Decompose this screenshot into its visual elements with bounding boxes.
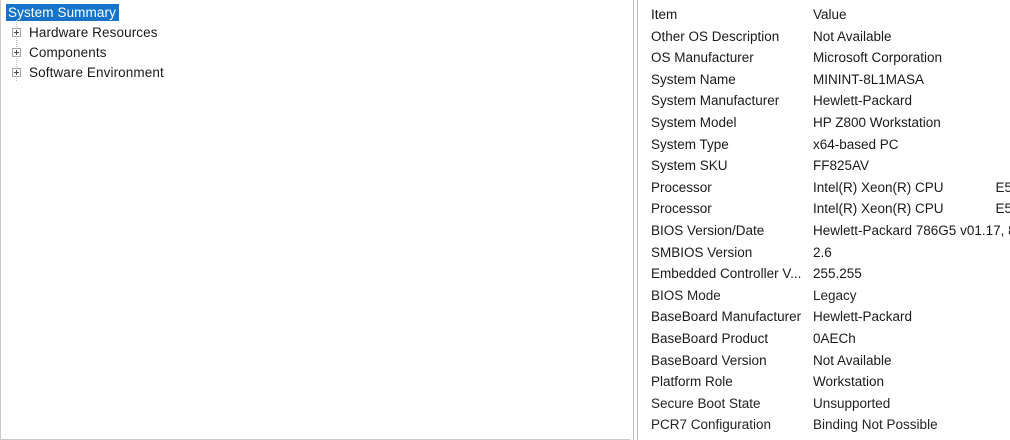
row-item-label: System Manufacturer	[651, 93, 780, 109]
row-item-label: BaseBoard Manufacturer	[651, 309, 802, 325]
row-value: Hewlett-Packard 786G5 v01.17, 8/	[813, 222, 1010, 238]
details-header-row[interactable]: Item Value	[641, 4, 1010, 26]
tree-item-label: Components	[29, 44, 107, 60]
column-header-item: Item	[651, 7, 678, 22]
tree-item-hardware-resources[interactable]: Hardware Resources	[1, 20, 630, 42]
expand-plus-icon[interactable]	[12, 67, 21, 77]
details-row[interactable]: Other OS Description Not Available	[641, 26, 1010, 48]
tree-item-system-summary[interactable]: System Summary	[1, 2, 630, 22]
details-row[interactable]: SMBIOS Version 2.6	[641, 242, 1010, 264]
row-value: Not Available	[813, 28, 892, 44]
row-item-label: Secure Boot State	[651, 395, 761, 411]
navigation-tree-pane[interactable]: System Summary Hardware Resources Compon…	[0, 0, 630, 440]
row-item-label: System Model	[651, 114, 737, 130]
pane-splitter[interactable]	[630, 0, 641, 440]
details-row[interactable]: OS Manufacturer Microsoft Corporation	[641, 47, 1010, 69]
row-value: Hewlett-Packard	[813, 309, 913, 325]
row-value: MININT-8L1MASA	[813, 71, 925, 87]
expand-plus-icon[interactable]	[12, 27, 21, 37]
row-value: Intel(R) Xeon(R) CPUE5506	[813, 177, 1010, 199]
row-value-extra: E5506	[995, 179, 1010, 195]
row-value: 0AECh	[813, 330, 856, 346]
details-row[interactable]: PCR7 Configuration Binding Not Possible	[641, 414, 1010, 436]
expand-plus-icon[interactable]	[12, 47, 21, 57]
row-item-label: BaseBoard Product	[651, 330, 769, 346]
details-row[interactable]: Platform Role Workstation	[641, 371, 1010, 393]
row-item-label: Other OS Description	[651, 28, 780, 44]
row-value: Hewlett-Packard	[813, 93, 913, 109]
row-item-label: System Type	[651, 136, 729, 152]
tree-item-label: Hardware Resources	[29, 24, 158, 40]
details-row[interactable]: BaseBoard Version Not Available	[641, 350, 1010, 372]
row-value: Microsoft Corporation	[813, 50, 943, 66]
row-item-label: BIOS Version/Date	[651, 222, 765, 238]
row-value: Workstation	[813, 374, 885, 390]
row-item-label: SMBIOS Version	[651, 244, 753, 260]
row-item-label: Processor	[651, 179, 712, 195]
row-value: Not Available	[813, 352, 892, 368]
row-item-label: BIOS Mode	[651, 287, 721, 303]
row-value: FF825AV	[813, 158, 870, 174]
row-value: Intel(R) Xeon(R) CPUE5506	[813, 198, 1010, 220]
row-item-label: Embedded Controller V...	[651, 266, 802, 282]
row-value: 2.6	[813, 244, 832, 260]
details-row[interactable]: System SKU FF825AV	[641, 155, 1010, 177]
tree-item-label: Software Environment	[29, 64, 164, 80]
row-item-label: Processor	[651, 201, 712, 217]
row-value-extra: E5506	[995, 201, 1010, 217]
details-row[interactable]: BaseBoard Product 0AECh	[641, 328, 1010, 350]
row-item-label: System Name	[651, 71, 736, 87]
details-row[interactable]: BIOS Version/Date Hewlett-Packard 786G5 v…	[641, 220, 1010, 242]
details-row[interactable]: Processor Intel(R) Xeon(R) CPUE5506	[641, 177, 1010, 199]
tree-item-label: System Summary	[6, 3, 119, 21]
details-row[interactable]: BaseBoard Manufacturer Hewlett-Packard	[641, 306, 1010, 328]
details-row[interactable]: Embedded Controller V... 255.255	[641, 263, 1010, 285]
details-row[interactable]: System Model HP Z800 Workstation	[641, 112, 1010, 134]
row-value: Unsupported	[813, 395, 891, 411]
row-value: Binding Not Possible	[813, 417, 938, 433]
details-row[interactable]: System Type x64-based PC	[641, 134, 1010, 156]
row-value: HP Z800 Workstation	[813, 114, 941, 130]
row-value: x64-based PC	[813, 136, 899, 152]
splitter-line-right	[637, 0, 638, 440]
details-row[interactable]: System Name MININT-8L1MASA	[641, 69, 1010, 91]
row-item-label: System SKU	[651, 158, 728, 174]
tree-item-software-environment[interactable]: Software Environment	[1, 60, 630, 82]
row-item-label: BaseBoard Version	[651, 352, 767, 368]
details-row[interactable]: System Manufacturer Hewlett-Packard	[641, 90, 1010, 112]
details-row[interactable]: BIOS Mode Legacy	[641, 285, 1010, 307]
tree-item-components[interactable]: Components	[1, 40, 630, 62]
row-item-label: Platform Role	[651, 374, 733, 390]
row-value: 255.255	[813, 266, 862, 282]
row-value: Legacy	[813, 287, 857, 303]
tree-root: System Summary Hardware Resources Compon…	[1, 0, 630, 82]
row-item-label: OS Manufacturer	[651, 50, 754, 66]
row-item-label: PCR7 Configuration	[651, 417, 772, 433]
splitter-line-left	[633, 0, 634, 440]
details-row[interactable]: Processor Intel(R) Xeon(R) CPUE5506	[641, 198, 1010, 220]
details-row[interactable]: Secure Boot State Unsupported	[641, 393, 1010, 415]
column-header-value: Value	[813, 7, 847, 22]
